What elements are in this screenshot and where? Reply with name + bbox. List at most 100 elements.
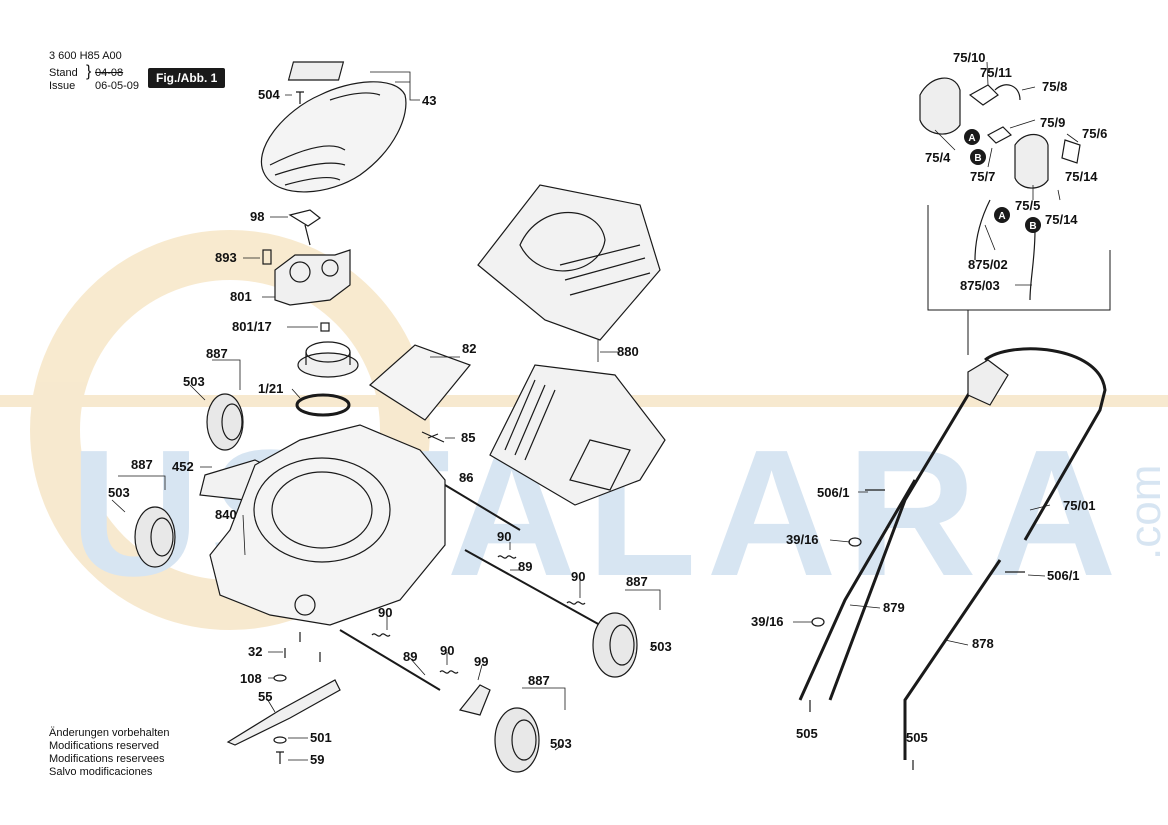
wheel-887b: [134, 506, 176, 568]
marker-b2-circle: [1025, 217, 1041, 233]
label-108: 108: [240, 671, 262, 686]
label-75-14a: 75/14: [1065, 169, 1098, 184]
label-32: 32: [248, 644, 262, 659]
grassbox-bottom: [489, 364, 666, 506]
label-55: 55: [258, 689, 272, 704]
label-75-9: 75/9: [1040, 115, 1065, 130]
label-59: 59: [310, 752, 324, 767]
wheel-887a: [206, 393, 244, 451]
label-75-6: 75/6: [1082, 126, 1107, 141]
label-887c: 887: [626, 574, 648, 589]
label-90a: 90: [497, 529, 511, 544]
marker-group: A B A B: [964, 129, 1041, 233]
washer-108: [273, 674, 287, 682]
label-98: 98: [250, 209, 264, 224]
part-85: [421, 431, 445, 443]
label-89a: 89: [518, 559, 532, 574]
marker-b: B: [974, 153, 981, 164]
part-75-10: [968, 84, 999, 106]
part-75-7: [987, 126, 1012, 144]
label-75-8: 75/8: [1042, 79, 1067, 94]
label-75-4: 75/4: [925, 150, 951, 165]
brace-icon: }: [86, 63, 92, 80]
mower-deck-840: [209, 424, 446, 626]
label-90d: 90: [440, 643, 454, 658]
marker-a2-circle: [994, 207, 1010, 223]
label-887d: 887: [528, 673, 550, 688]
part-99: [458, 684, 491, 716]
label-840: 840: [215, 507, 237, 522]
label-75-14b: 75/14: [1045, 212, 1078, 227]
label-43: 43: [422, 93, 436, 108]
screws-32: [284, 632, 321, 662]
spring-90c: [371, 633, 391, 637]
axle-89a: [464, 549, 601, 626]
label-86: 86: [459, 470, 473, 485]
label-875-03: 875/03: [960, 278, 1000, 293]
label-801-17: 801/17: [232, 319, 272, 334]
label-75-10: 75/10: [953, 50, 986, 65]
grassbox-top: [477, 184, 661, 341]
screws-506-1: [865, 489, 1025, 573]
label-875-02: 875/02: [968, 257, 1008, 272]
knob-39-16b: [811, 617, 825, 627]
label-504: 504: [258, 87, 280, 102]
label-75-7: 75/7: [970, 169, 995, 184]
motor-cover: [260, 61, 407, 193]
washer-501: [273, 736, 287, 744]
label-893: 893: [215, 250, 237, 265]
label-505b: 505: [906, 730, 928, 745]
switch-housing: [919, 77, 1049, 189]
label-1-21: 1/21: [258, 381, 283, 396]
spring-90b: [566, 601, 586, 605]
watermark-suffix: .com: [1121, 465, 1168, 560]
spring-90a: [497, 555, 517, 559]
cable-875-02: [974, 199, 991, 261]
rod-86: [444, 484, 521, 531]
marker-b2: B: [1029, 221, 1036, 232]
part-893: [262, 249, 272, 265]
blade-55: [226, 679, 341, 746]
issue-value: 06-05-09: [95, 80, 140, 92]
label-89b: 89: [403, 649, 417, 664]
label-506-1a: 506/1: [817, 485, 850, 500]
wheel-887c: [592, 612, 638, 678]
cable-875-03: [1029, 229, 1036, 301]
note-en: Modifications reserved: [49, 740, 160, 752]
screws-505: [809, 700, 914, 770]
label-90c: 90: [378, 605, 392, 620]
issue-label: Issue: [49, 80, 76, 92]
marker-a2: A: [998, 211, 1005, 222]
stand-value: 04-08: [95, 67, 124, 79]
part-labels: 504 43 98 893 801 801/17 887 503 1/21 82…: [108, 50, 1107, 767]
marker-b-circle: [970, 149, 986, 165]
label-503b: 503: [108, 485, 130, 500]
stand-label: Stand: [49, 67, 78, 79]
label-82: 82: [462, 341, 476, 356]
label-880: 880: [617, 344, 639, 359]
part-801-17: [320, 322, 330, 332]
label-503c: 503: [650, 639, 672, 654]
marker-a-circle: [964, 129, 980, 145]
label-452: 452: [172, 459, 194, 474]
label-503d: 503: [550, 736, 572, 751]
label-879: 879: [883, 600, 905, 615]
belt-1-21: [295, 393, 351, 417]
flap-82: [369, 344, 472, 421]
label-90b: 90: [571, 569, 585, 584]
switch-98: [288, 209, 322, 246]
label-506-1b: 506/1: [1047, 568, 1080, 583]
label-75-5: 75/5: [1015, 198, 1040, 213]
document-code: 3 600 H85 A00: [49, 50, 122, 62]
note-de: Änderungen vorbehalten: [49, 727, 170, 739]
label-503a: 503: [183, 374, 205, 389]
bolt-59: [276, 751, 284, 764]
part-75-8: [994, 84, 1021, 101]
wheel-887d: [494, 707, 540, 773]
marker-a: A: [968, 133, 975, 144]
label-801: 801: [230, 289, 252, 304]
modification-notes: Änderungen vorbehalten Modifications res…: [49, 727, 169, 779]
drawings: [111, 61, 1111, 773]
label-505a: 505: [796, 726, 818, 741]
